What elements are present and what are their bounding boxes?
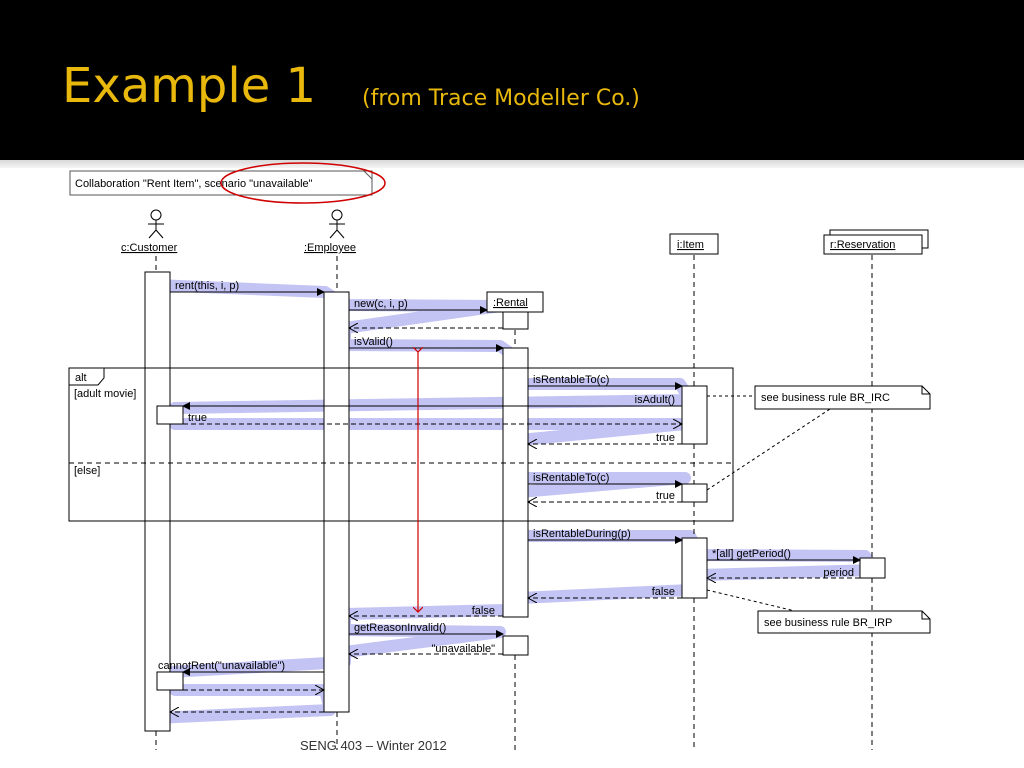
slide-footer: SENG 403 – Winter 2012	[300, 738, 447, 753]
fragment-guard-adult: [adult movie]	[74, 388, 136, 400]
item-header-box	[669, 233, 719, 255]
msg-rent-label: rent(this, i, p)	[175, 280, 239, 292]
msg-isrentableduring-label: isRentableDuring(p)	[533, 528, 631, 540]
alt-fragment-tab	[69, 368, 105, 386]
slide-title: Example 1	[62, 58, 317, 114]
alt-fragment	[68, 367, 734, 522]
title-bar: Example 1 (from Trace Modeller Co.)	[0, 0, 1024, 168]
fragment-guard-else: [else]	[74, 465, 100, 477]
note-irp-box	[757, 610, 931, 634]
lifeline-employee: :Employee	[304, 242, 356, 254]
collaboration-label: Collaboration "Rent Item", scenario "una…	[75, 178, 313, 190]
lifeline-item: i:Item	[677, 239, 704, 251]
msg-isadult-label: isAdult()	[635, 394, 675, 406]
return-false-rental-label: false	[472, 605, 495, 617]
fragment-operator: alt	[75, 372, 87, 384]
activation-bars	[144, 271, 886, 732]
red-highlight-ellipse	[220, 162, 386, 204]
msg-isrentableto1-label: isRentableTo(c)	[533, 374, 609, 386]
note-irc-box	[754, 385, 931, 410]
title-divider	[0, 160, 1024, 168]
msg-isrentableto2-label: isRentableTo(c)	[533, 472, 609, 484]
return-false-item-label: false	[652, 586, 675, 598]
return-unavailable-label: "unavailable"	[432, 643, 496, 655]
msg-getperiod-label: *[all] getPeriod()	[712, 548, 791, 560]
lifeline-customer: c:Customer	[121, 242, 178, 254]
note-irc-text: see business rule BR_IRC	[761, 392, 890, 404]
employee-actor-icon	[329, 209, 345, 239]
reservation-header-box	[823, 234, 923, 255]
return-true-customer-label: true	[188, 412, 207, 424]
msg-cannotrent-label: cannotRent("unavailable")	[158, 660, 285, 672]
lifeline-rental: :Rental	[493, 297, 528, 309]
return-true-item1-label: true	[656, 432, 675, 444]
slide-subtitle: (from Trace Modeller Co.)	[362, 86, 640, 111]
note-irp-text: see business rule BR_IRP	[764, 617, 892, 629]
msg-new-label: new(c, i, p)	[354, 298, 408, 310]
return-period-label: period	[823, 567, 854, 579]
msg-getreasoninvalid-label: getReasonInvalid()	[354, 622, 446, 634]
return-true-item2-label: true	[656, 490, 675, 502]
note-connectors	[706, 395, 831, 612]
msg-isvalid-label: isValid()	[354, 336, 393, 348]
customer-actor-icon	[148, 209, 164, 239]
rental-header-box	[486, 291, 544, 313]
lifeline-reservation: r:Reservation	[830, 239, 895, 251]
lifelines	[155, 255, 873, 750]
